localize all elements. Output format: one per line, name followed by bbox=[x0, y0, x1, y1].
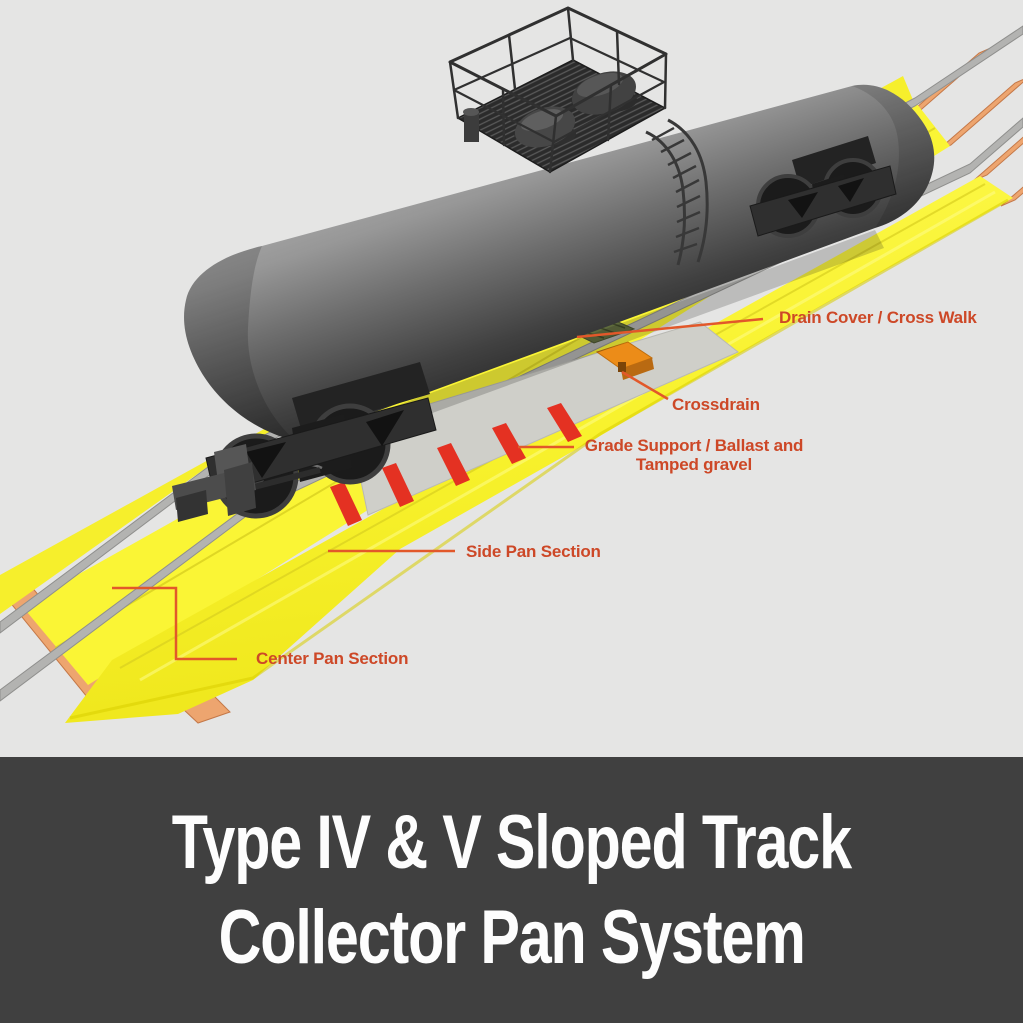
crossdrain bbox=[595, 341, 654, 380]
side-ladder bbox=[645, 118, 709, 266]
tank-right-endcap bbox=[852, 84, 935, 228]
red-stripes bbox=[330, 403, 582, 526]
top-platform bbox=[448, 6, 668, 174]
callout-grade-support: Grade Support / Ballast and Tamped grave… bbox=[584, 436, 804, 475]
callout-drain-cover: Drain Cover / Cross Walk bbox=[779, 308, 977, 327]
tank-car-scene-graphic bbox=[0, 6, 1023, 724]
right-wheel-truck bbox=[749, 136, 897, 238]
collector-pan-illustration: Drain Cover / Cross Walk Crossdrain Grad… bbox=[0, 6, 1023, 724]
page-title-line-2: Collector Pan System bbox=[218, 895, 805, 980]
title-band: Type IV & V Sloped Track Collector Pan S… bbox=[0, 757, 1023, 1023]
coupler bbox=[172, 444, 321, 522]
tank-left-endcap bbox=[184, 246, 296, 441]
callout-leader-lines bbox=[112, 317, 764, 661]
page-title-line-1: Type IV & V Sloped Track bbox=[171, 800, 852, 885]
tank-shadow bbox=[292, 230, 884, 462]
callout-center-pan: Center Pan Section bbox=[256, 649, 409, 668]
left-wheel-truck bbox=[172, 362, 437, 522]
leader-center-pan bbox=[112, 586, 237, 661]
vent-stub bbox=[464, 112, 479, 142]
callout-crossdrain: Crossdrain bbox=[672, 395, 760, 414]
leader-drain-cover bbox=[576, 317, 764, 339]
leader-crossdrain bbox=[621, 370, 669, 401]
platform-railing bbox=[448, 6, 668, 174]
tank-car-body bbox=[184, 84, 935, 442]
callout-side-pan: Side Pan Section bbox=[466, 542, 601, 561]
